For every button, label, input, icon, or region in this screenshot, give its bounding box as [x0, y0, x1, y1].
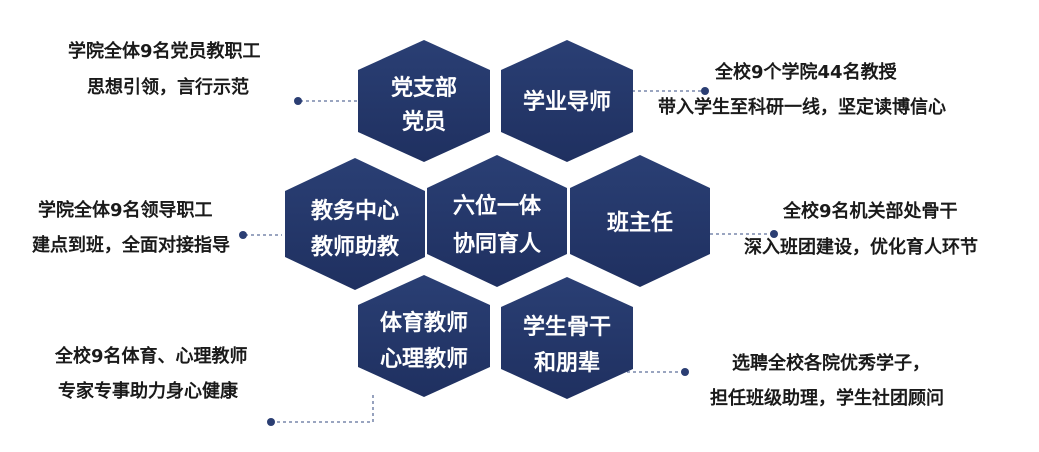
desc-class-line-2: 深入班团建设，优化育人环节	[744, 236, 978, 258]
hex-label-pe-1: 体育教师	[380, 310, 468, 336]
desc-academic: 学院全体9名领导职工 建点到班，全面对接指导	[32, 199, 230, 256]
hex-label-party-2: 党员	[402, 110, 446, 135]
hexagon-center: 六位一体 协同育人	[427, 155, 567, 287]
hex-shape-academic	[285, 158, 425, 290]
desc-academic-line-1: 学院全体9名领导职工	[38, 199, 213, 221]
desc-mentor: 全校9个学院44名教授 带入学生至科研一线，坚定读博信心	[658, 61, 946, 118]
desc-mentor-line-1: 全校9个学院44名教授	[714, 61, 898, 83]
dot-academic	[239, 231, 247, 239]
dot-party	[294, 97, 302, 105]
hex-shape-class	[570, 155, 710, 287]
hexagon-class: 班主任	[570, 155, 710, 287]
desc-academic-line-2: 建点到班，全面对接指导	[32, 234, 230, 256]
hex-label-academic-2: 教师助教	[311, 234, 400, 260]
desc-party-line-2: 思想引领，言行示范	[87, 76, 249, 98]
hex-label-party-1: 党支部	[391, 75, 457, 101]
hex-label-class: 班主任	[607, 210, 673, 236]
hex-label-pe-2: 心理教师	[380, 346, 468, 372]
hex-shape-party	[358, 40, 490, 162]
desc-pe: 全校9名体育、心理教师 专家专事助力身心健康	[54, 345, 248, 402]
hexagon-peer: 学生骨干 和朋辈	[501, 277, 633, 399]
desc-class-line-1: 全校9名机关部处骨干	[782, 200, 958, 222]
dot-pe	[267, 418, 275, 426]
desc-mentor-line-2: 带入学生至科研一线，坚定读博信心	[658, 96, 946, 118]
dot-class	[770, 230, 778, 238]
dot-mentor	[701, 87, 709, 95]
hex-label-center-1: 六位一体	[453, 193, 542, 219]
hexagon-academic: 教务中心 教师助教	[285, 158, 425, 290]
desc-pe-line-1: 全校9名体育、心理教师	[54, 345, 248, 367]
desc-class: 全校9名机关部处骨干 深入班团建设，优化育人环节	[744, 200, 978, 258]
desc-pe-line-2: 专家专事助力身心健康	[58, 380, 239, 402]
desc-peer-line-1: 选聘全校各院优秀学子，	[732, 352, 930, 374]
hex-label-mentor: 学业导师	[523, 89, 611, 115]
hexagon-party: 党支部 党员	[358, 40, 490, 162]
hex-label-peer-1: 学生骨干	[523, 314, 611, 340]
dot-peer	[681, 368, 689, 376]
hex-label-center-2: 协同育人	[453, 231, 541, 257]
desc-party: 学院全体9名党员教职工 思想引领，言行示范	[68, 40, 261, 98]
connector-dots	[239, 87, 778, 426]
desc-peer-line-2: 担任班级助理，学生社团顾问	[710, 387, 944, 409]
hexagon-mentor: 学业导师	[501, 40, 633, 162]
hex-shape-pe	[358, 275, 490, 397]
hex-shape-mentor	[501, 40, 633, 162]
connector-pe	[271, 392, 374, 423]
hexagon-pe: 体育教师 心理教师	[358, 275, 490, 397]
hex-label-peer-2: 和朋辈	[534, 351, 600, 376]
hex-shape-center	[427, 155, 567, 287]
hex-shape-peer	[501, 277, 633, 399]
desc-party-line-1: 学院全体9名党员教职工	[68, 40, 261, 62]
desc-peer: 选聘全校各院优秀学子， 担任班级助理，学生社团顾问	[710, 352, 944, 409]
hex-label-academic-1: 教务中心	[311, 198, 399, 224]
